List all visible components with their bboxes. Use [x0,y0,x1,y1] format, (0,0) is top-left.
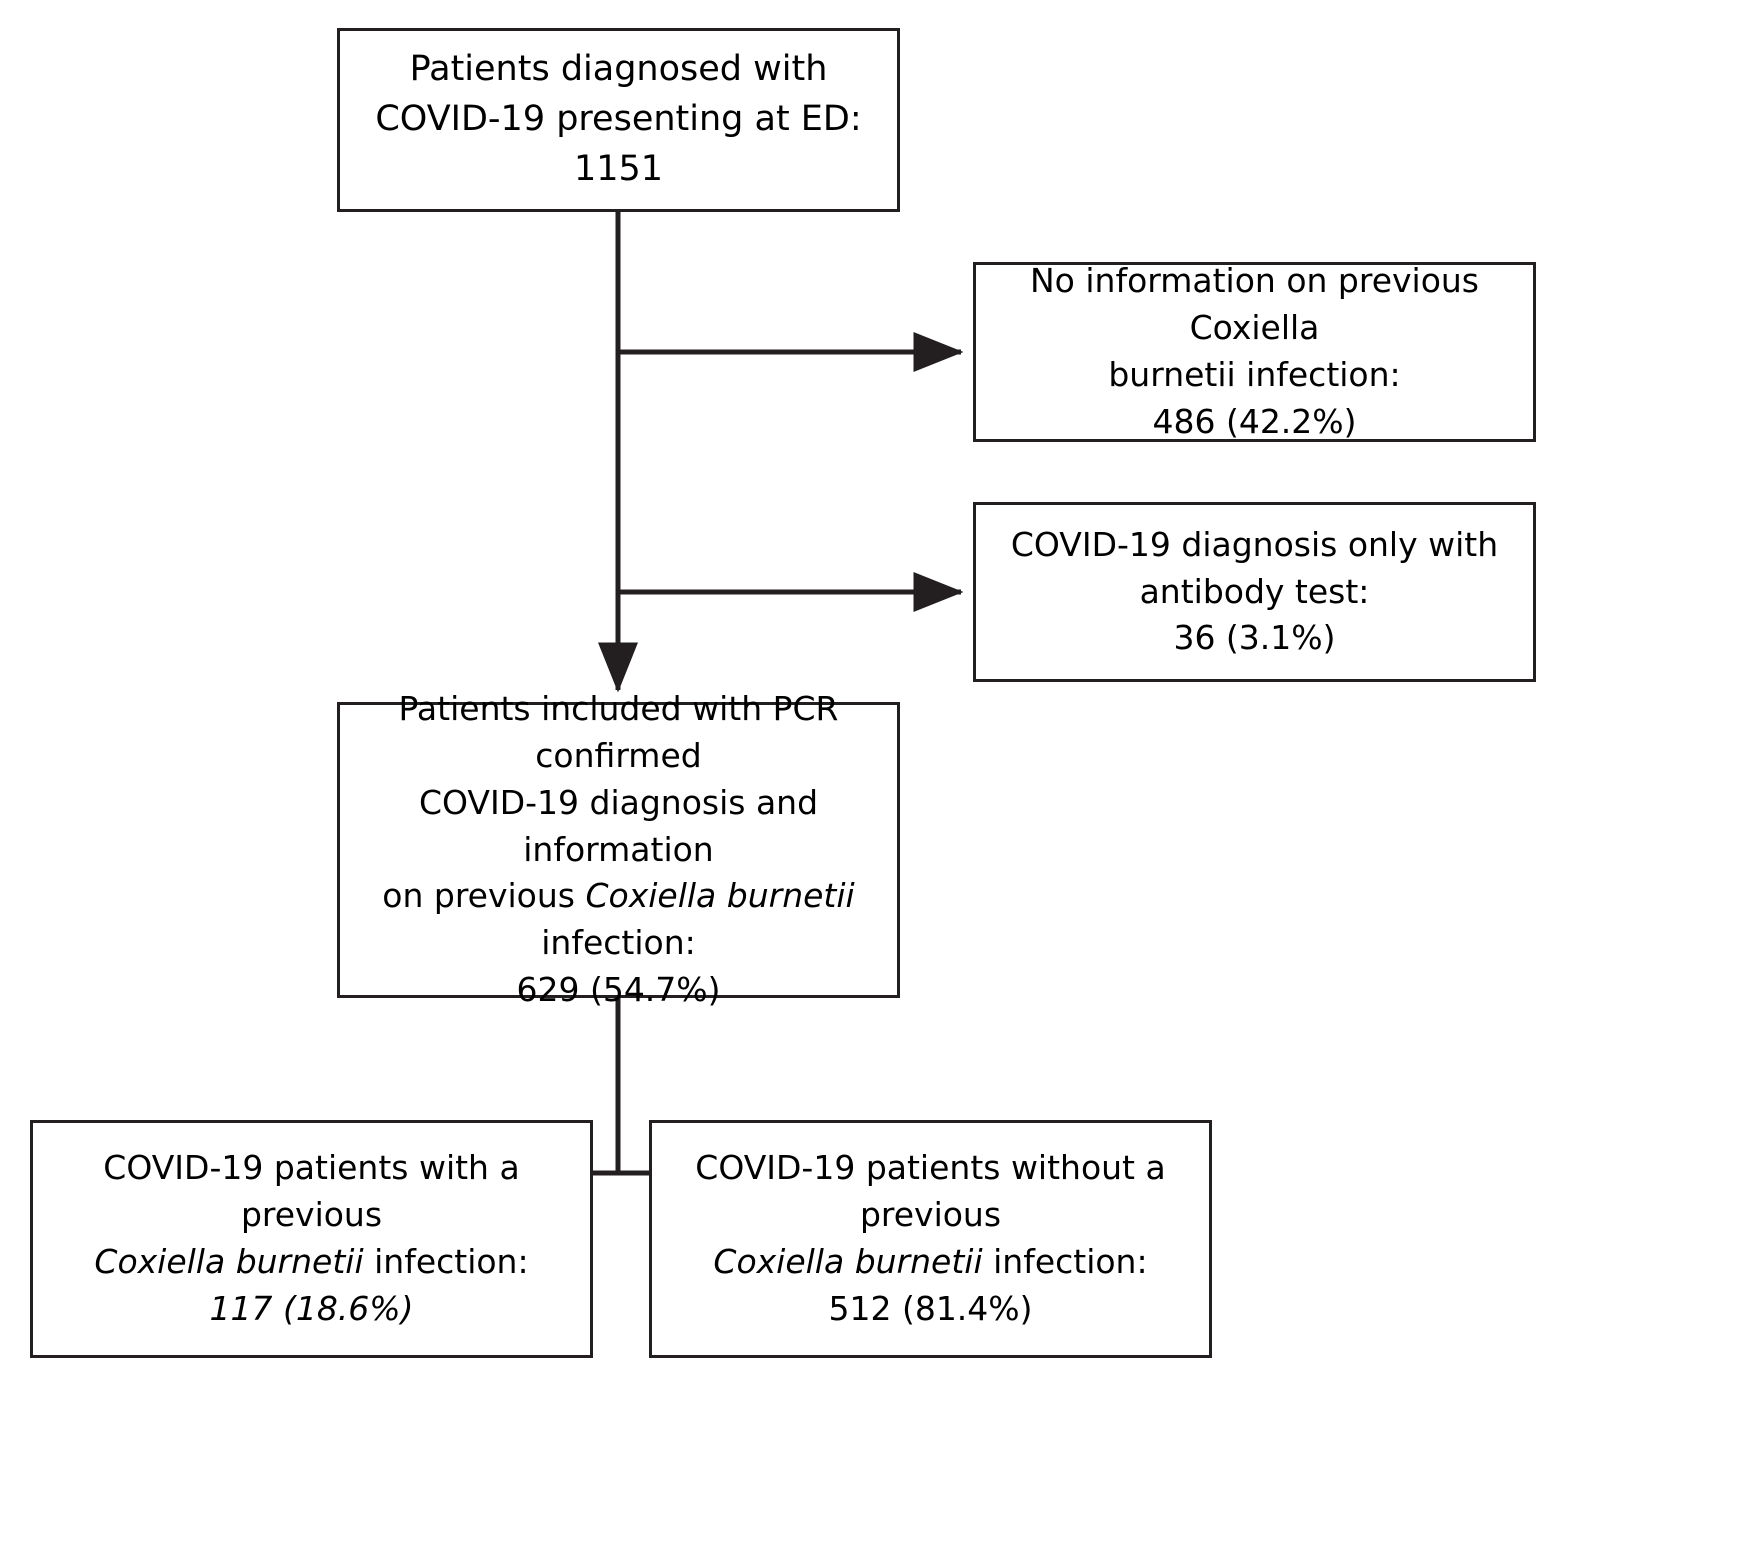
node-text-line-species: Coxiella burnetii infection: [666,1239,1195,1286]
node-patients-diagnosed-text: Patients diagnosed with COVID-19 present… [340,45,897,194]
node-text-line-species: on previous Coxiella burnetii [354,873,883,920]
node-count-value: 36 (3.1%) [1173,618,1336,658]
node-text-line: infection: [541,923,696,963]
node-text-fragment: infection: [982,1242,1148,1281]
node-text-line: COVID-19 diagnosis only with [1010,524,1499,564]
node-count-value: 486 (42.2%) [1152,401,1357,441]
node-previous-infection-yes-text: COVID-19 patients with a previous Coxiel… [33,1145,590,1332]
node-text-line: burnetii infection: [1108,355,1401,394]
node-text-line: COVID-19 presenting at ED: [375,99,862,140]
node-text-line: Patients diagnosed with [409,49,828,90]
species-name: Coxiella burnetii [585,876,855,916]
species-name: Coxiella burnetii [94,1242,364,1281]
node-patients-included: Patients included with PCR confirmed COV… [337,689,900,1009]
node-count-value: 512 (81.4%) [828,1288,1033,1328]
node-previous-infection-yes: COVID-19 patients with a previous Coxiel… [30,1120,593,1358]
node-previous-infection-no: COVID-19 patients without a previous Cox… [649,1120,1212,1358]
node-count-value: 117 (18.6%) [209,1288,414,1328]
species-name: Coxiella burnetii [713,1242,983,1281]
node-patients-diagnosed: Patients diagnosed with COVID-19 present… [337,28,900,212]
node-previous-infection-no-text: COVID-19 patients without a previous Cox… [652,1145,1209,1332]
node-text-line: antibody test: [1139,571,1370,611]
node-text-fragment: infection: [363,1242,529,1281]
node-text-line: No information on previous Coxiella [1030,261,1479,348]
node-excluded-antibody-only-text: COVID-19 diagnosis only with antibody te… [976,522,1533,663]
node-excluded-antibody-only: COVID-19 diagnosis only with antibody te… [973,502,1536,682]
node-text-fragment: on previous [382,876,586,916]
node-count-value: 629 (54.7%) [516,970,721,1010]
node-text-line: COVID-19 patients with a previous [103,1148,520,1235]
node-count-value: 1151 [573,148,664,189]
node-excluded-no-information-text: No information on previous Coxiella burn… [976,258,1533,445]
node-text-line: COVID-19 diagnosis and information [418,782,819,869]
node-excluded-no-information: No information on previous Coxiella burn… [973,261,1536,442]
node-text-line: Patients included with PCR confirmed [398,689,839,775]
node-patients-included-text: Patients included with PCR confirmed COV… [340,686,897,1014]
node-text-line-species: Coxiella burnetii infection: [47,1239,576,1286]
node-text-line: COVID-19 patients without a previous [695,1148,1166,1235]
